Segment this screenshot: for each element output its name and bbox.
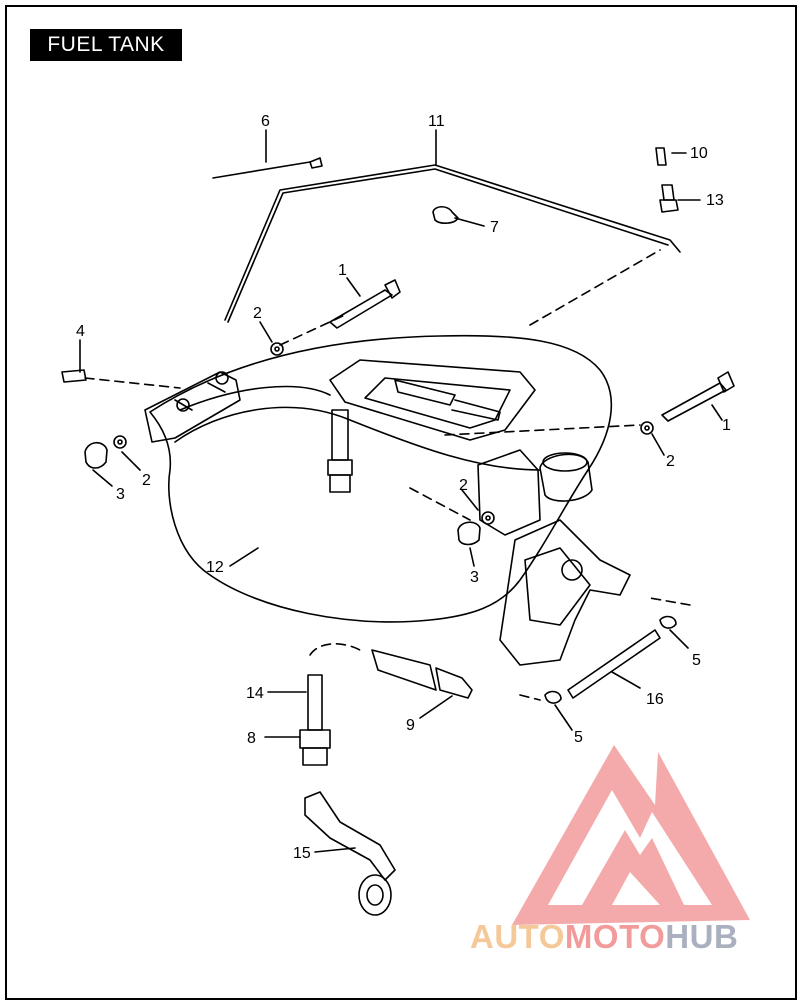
washer-2-upper	[270, 342, 284, 356]
watermark-text-moto: MOTO	[564, 918, 666, 955]
fuel-tank-side-panel	[174, 406, 541, 471]
crossover-line	[224, 164, 681, 321]
washer-2-left	[113, 435, 127, 449]
callout-12: 12	[206, 559, 224, 576]
callout-15: 15	[293, 845, 311, 862]
callout-7: 7	[490, 219, 499, 236]
wiring-harness	[394, 379, 456, 406]
callout-14: 14	[246, 685, 264, 702]
callout-13: 13	[706, 192, 724, 209]
fuel-cap	[539, 453, 593, 502]
callout-3-left: 3	[116, 486, 125, 503]
bolt-1-right	[661, 382, 727, 422]
watermark-text-auto: AUTO	[470, 918, 565, 955]
stud-14	[307, 674, 323, 731]
callout-3-mid: 3	[470, 569, 479, 586]
callout-10: 10	[690, 145, 708, 162]
fuel-tank-tunnel	[179, 385, 331, 411]
callout-9: 9	[406, 717, 415, 734]
cable-tie	[212, 161, 311, 179]
callout-2-mid: 2	[459, 477, 468, 494]
callout-11: 11	[428, 113, 445, 130]
clip-4	[61, 369, 87, 383]
clip-7	[432, 205, 459, 224]
clamp-5-upper	[659, 615, 677, 629]
callout-6: 6	[261, 113, 270, 130]
nut-3-left	[84, 441, 108, 469]
callout-2-left: 2	[142, 472, 151, 489]
fitting-8	[299, 729, 331, 749]
callout-8: 8	[247, 730, 256, 747]
fuel-line-9	[371, 649, 437, 691]
hose-assembly-15	[304, 791, 396, 881]
watermark-text-hub: HUB	[665, 918, 739, 955]
callout-16: 16	[646, 691, 664, 708]
callout-2-upper: 2	[253, 305, 262, 322]
washer-2-right	[640, 421, 654, 435]
washer-2-mid	[481, 511, 495, 525]
pin-10	[655, 147, 667, 166]
fitting-13	[661, 184, 675, 201]
fuel-tank-body	[149, 334, 613, 623]
nut-3-mid	[457, 521, 481, 546]
bolt-1-upper	[329, 289, 393, 329]
watermark-logo	[512, 745, 750, 925]
page-title: FUEL TANK	[30, 29, 182, 61]
console-plate	[329, 359, 536, 441]
callout-2-right: 2	[666, 453, 675, 470]
callout-4: 4	[76, 323, 85, 340]
filler-tube	[499, 519, 631, 666]
callout-1-right: 1	[722, 417, 731, 434]
hose-16	[567, 629, 661, 699]
watermark-text: AUTOMOTOHUB	[470, 918, 738, 956]
callout-5-lower: 5	[574, 729, 583, 746]
callout-1-upper: 1	[338, 262, 347, 279]
callout-5-upper: 5	[692, 652, 701, 669]
clamp-5-lower	[544, 690, 562, 704]
fuel-pump-housing	[477, 449, 541, 536]
